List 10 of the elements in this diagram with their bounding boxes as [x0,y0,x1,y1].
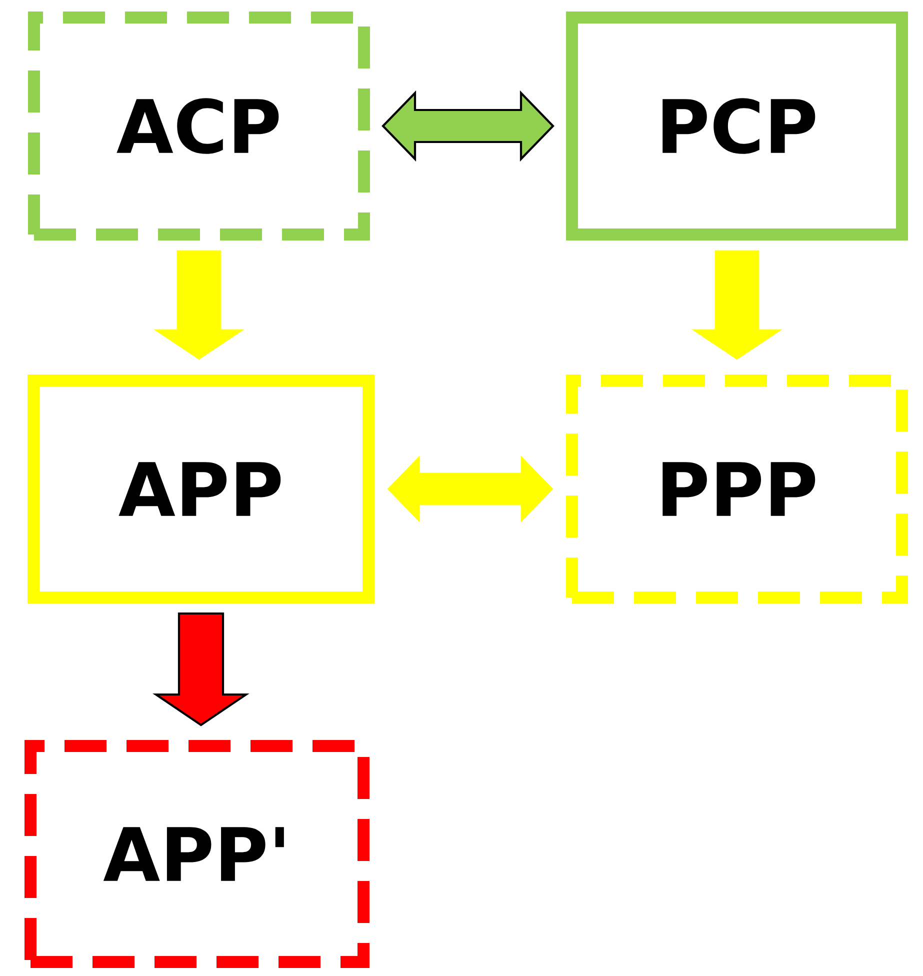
process-box: PPP [566,374,908,604]
block-arrow [154,250,244,360]
process-box: PCP [566,12,908,240]
block-arrow [387,456,554,522]
block-arrow [692,250,782,360]
process-box: APP' [24,740,370,968]
block-arrow [382,90,554,162]
block-arrow [152,612,250,726]
process-box: APP [28,374,374,604]
process-box: ACP [28,12,370,240]
